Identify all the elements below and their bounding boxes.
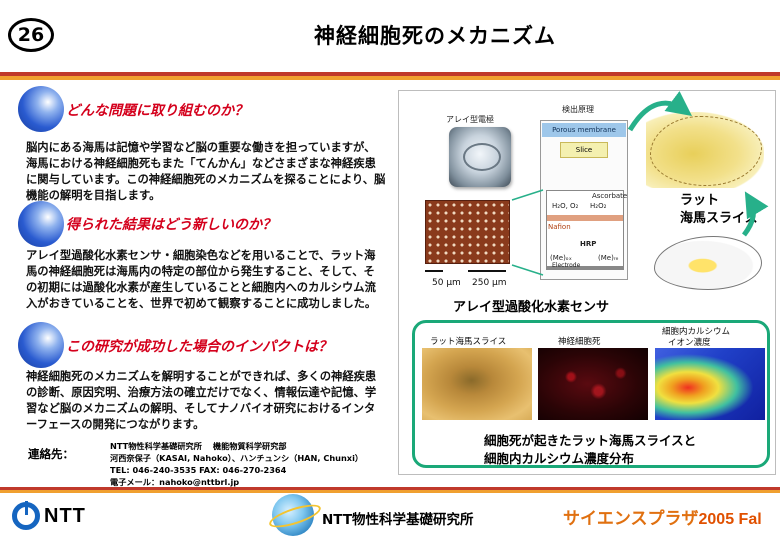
electrode-layer (547, 266, 623, 270)
hrp-label: HRP (580, 240, 597, 248)
slice-label: Slice (560, 142, 608, 158)
rat-slice-outline (650, 116, 762, 186)
lab-name: NTT物性科学基礎研究所 (322, 512, 474, 528)
rat-label-line1: ラット (680, 193, 720, 208)
porous-membrane-label: Porous membrane (542, 123, 626, 137)
me-red-label: (Me)ᵣₑ (598, 254, 619, 262)
scale-label-50: 50 μm (432, 278, 461, 288)
header-rule-accent (0, 76, 780, 80)
contact-names: 河西奈保子（KASAI, Nahoko）、ハンチュンシ（HAN, Chunxi） (110, 453, 364, 463)
footer-rule-accent (0, 490, 780, 493)
scale-bar-250 (468, 270, 506, 272)
array-electrode-label: アレイ型電極 (446, 115, 494, 124)
me-ox-label: (Me)ₒₓ (550, 254, 572, 262)
sensor-label: アレイ型過酸化水素センサ (453, 300, 610, 315)
h2o-o2-label: H₂O, O₂ (552, 202, 579, 210)
nafion-label: Nafion (548, 223, 571, 231)
images-caption-line1: 細胞死が起きたラット海馬スライスと (484, 433, 697, 448)
event-name: サイエンスプラザ2005 Fal (563, 504, 762, 529)
ntt-logo-icon (12, 501, 40, 530)
ntt-logo: NTT (12, 501, 86, 530)
electrode-grid-image (425, 200, 510, 264)
rat-label-line2: 海馬スライス (680, 211, 758, 226)
slide-title: 神経細胞死のメカニズム (314, 24, 556, 48)
lab-globe-icon (272, 494, 314, 536)
ntt-logo-text: NTT (44, 504, 86, 527)
section-bullet-icon (18, 86, 64, 132)
rat-slice-label: ラット 海馬スライス (680, 192, 758, 228)
nafion-layer (547, 215, 623, 221)
array-electrode-image (449, 127, 511, 187)
footer-rule (0, 487, 780, 490)
section-heading-impact: この研究が成功した場合のインパクトは？ (66, 339, 332, 355)
contact-email[interactable]: 電子メール：nahoko@nttbrl.jp (110, 477, 240, 487)
page-number-badge: 26 (8, 18, 54, 52)
header-rule (0, 72, 780, 76)
section-heading-problem: どんな問題に取り組むのか？ (66, 103, 248, 119)
section-body-problem: 脳内にある海馬は記憶や学習など脳の重要な働きを担っていますが、海馬における神経細… (26, 141, 386, 202)
image-label-ion-concentration: イオン濃度 (668, 338, 711, 348)
image-label-cell-death: 神経細胞死 (558, 337, 601, 347)
reaction-diagram (546, 190, 624, 270)
contact-block: NTT物性科学基礎研究所 機能物質科学研究部 河西奈保子（KASAI, Naho… (110, 440, 400, 488)
section-bullet-icon (18, 201, 64, 247)
cell-death-photo (538, 348, 648, 420)
principle-label: 検出原理 (562, 105, 594, 114)
event-year: 2005 Fal (698, 511, 762, 528)
scale-bar-50 (425, 270, 443, 272)
ascorbate-label: Ascorbate (592, 192, 628, 200)
scale-label-250: 250 μm (472, 278, 507, 288)
section-heading-novelty: 得られた結果はどう新しいのか？ (66, 217, 276, 233)
section-body-impact: 神経細胞死のメカニズムを解明することができれば、多くの神経疾患の診断、原因究明、… (26, 370, 377, 431)
images-frame (412, 320, 770, 468)
rat-brain-icon (654, 236, 762, 290)
contact-affiliation: NTT物性科学基礎研究所 機能物質科学研究部 (110, 441, 287, 451)
images-caption-line2: 細胞内カルシウム濃度分布 (484, 451, 635, 466)
calcium-distribution-photo (655, 348, 765, 420)
images-caption: 細胞死が起きたラット海馬スライスと 細胞内カルシウム濃度分布 (484, 432, 696, 468)
contact-label: 連絡先： (28, 447, 74, 461)
section-body-novelty: アレイ型過酸化水素センサ・細胞染色などを用いることで、ラット海馬の神経細胞死は海… (26, 249, 377, 310)
h2o2-label: H₂O₂ (590, 202, 607, 210)
image-label-slice: ラット海馬スライス (430, 337, 507, 347)
electrode-label: Electrode (552, 262, 581, 269)
section-bullet-icon (18, 322, 64, 368)
contact-phone: TEL: 046-240-3535 FAX: 046-270-2364 (110, 465, 287, 475)
hippocampus-slice-photo (422, 348, 532, 420)
event-title: サイエンスプラザ (563, 509, 699, 528)
image-label-calcium: 細胞内カルシウム (662, 327, 731, 337)
